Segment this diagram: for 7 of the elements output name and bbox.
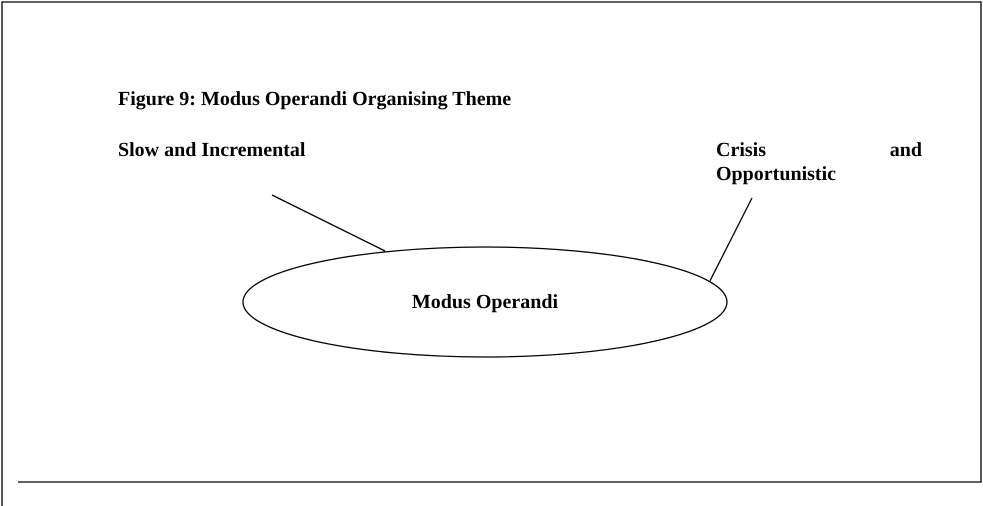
subtheme-label: Slow and Incremental [118,138,338,190]
connector-line [272,194,386,252]
connector-line [709,198,753,282]
theme-label: Modus Operandi [410,290,560,314]
figure-title: Figure 9: Modus Operandi Organising Theme [118,88,512,111]
subtheme-label: Crisis and Opportunistic [716,138,922,190]
theme-ellipse [242,246,728,358]
